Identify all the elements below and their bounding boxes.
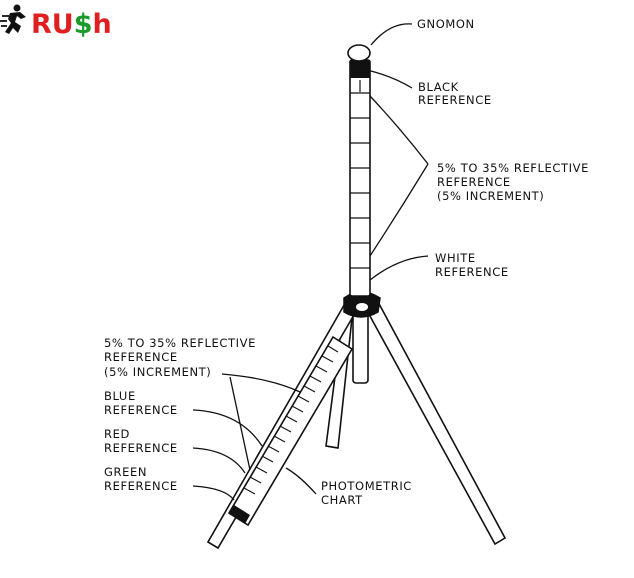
mast-upper bbox=[347, 44, 371, 297]
label-blue-reference-2: REFERENCE bbox=[104, 403, 178, 417]
label-blue-reference-1: BLUE bbox=[104, 389, 136, 403]
black-reference-band bbox=[350, 60, 370, 78]
logo-text-h: h bbox=[93, 9, 112, 40]
label-reflective-top-1: 5% TO 35% REFLECTIVE bbox=[437, 161, 589, 175]
label-green-reference-2: REFERENCE bbox=[104, 479, 178, 493]
label-black-reference-2: REFERENCE bbox=[418, 93, 492, 107]
label-gnomon: GNOMON bbox=[417, 17, 475, 31]
label-reflective-left-3: (5% INCREMENT) bbox=[104, 365, 211, 379]
label-reflective-left-2: REFERENCE bbox=[104, 350, 178, 364]
label-black-reference-1: BLACK bbox=[418, 80, 459, 94]
logo-text-ru: RU bbox=[31, 9, 74, 40]
label-photometric-chart-1: PHOTOMETRIC bbox=[321, 479, 412, 493]
label-red-reference-1: RED bbox=[104, 427, 130, 441]
right-leg bbox=[363, 298, 507, 546]
gnomon-cap bbox=[347, 44, 371, 62]
label-green-reference-1: GREEN bbox=[104, 465, 147, 479]
label-red-reference-2: REFERENCE bbox=[104, 441, 178, 455]
mast-body bbox=[349, 59, 371, 297]
svg-text:RU$h: RU$h bbox=[31, 9, 112, 40]
chart-reflective-steps bbox=[243, 345, 339, 495]
leader-lines bbox=[192, 23, 429, 501]
diagram-labels: GNOMON BLACK REFERENCE 5% TO 35% REFLECT… bbox=[104, 17, 589, 507]
logo-text-dollar: $ bbox=[74, 9, 93, 40]
label-reflective-top-3: (5% INCREMENT) bbox=[437, 189, 544, 203]
rush-logo: RU$h bbox=[0, 4, 112, 40]
label-white-reference-1: WHITE bbox=[435, 251, 476, 265]
photometric-chart bbox=[227, 335, 354, 527]
label-reflective-top-2: REFERENCE bbox=[437, 175, 511, 189]
running-figure-icon bbox=[0, 4, 26, 34]
label-white-reference-2: REFERENCE bbox=[435, 265, 509, 279]
chart-green-reference-patch bbox=[229, 505, 250, 524]
label-reflective-left-1: 5% TO 35% REFLECTIVE bbox=[104, 336, 256, 350]
mast-reflective-steps bbox=[350, 80, 370, 269]
photometric-chart-body bbox=[227, 335, 354, 527]
label-photometric-chart-2: CHART bbox=[321, 493, 363, 507]
